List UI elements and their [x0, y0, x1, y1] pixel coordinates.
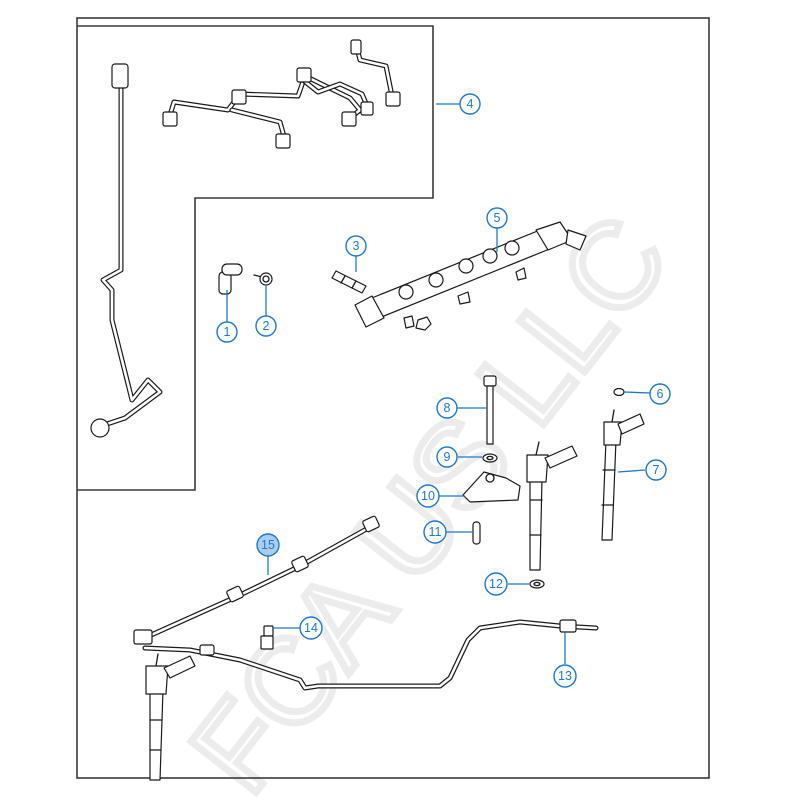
callout-9-label[interactable]: 9 [444, 450, 451, 464]
callout-6-label[interactable]: 6 [657, 387, 664, 401]
part-injector-seal [529, 579, 545, 589]
callout-1[interactable]: 1 [216, 321, 238, 343]
part-fitting-elbow [218, 263, 243, 295]
callout-8[interactable]: 8 [436, 397, 458, 419]
outer-frame [76, 17, 710, 779]
callout-3-label[interactable]: 3 [353, 239, 360, 253]
callout-2[interactable]: 2 [255, 315, 277, 337]
callout-11-label[interactable]: 11 [429, 525, 442, 539]
callout-9[interactable]: 9 [436, 446, 458, 468]
callout-12-label[interactable]: 12 [489, 577, 503, 591]
part-fuel-return-line [142, 619, 599, 691]
part-washer [482, 453, 498, 463]
callout-15[interactable]: 15 [256, 533, 280, 557]
part-stud [331, 270, 367, 294]
callout-14-label[interactable]: 14 [304, 621, 318, 635]
part-dowel-pin [472, 521, 481, 545]
callout-15-label[interactable]: 15 [261, 538, 275, 552]
callout-7[interactable]: 7 [645, 459, 667, 481]
part-seal-ring [613, 387, 625, 397]
callout-13-label[interactable]: 13 [558, 669, 572, 683]
callout-10[interactable]: 10 [416, 484, 440, 508]
callout-14[interactable]: 14 [299, 616, 323, 640]
part-clip [260, 625, 274, 650]
part-fuel-injector [601, 409, 645, 541]
part-bolt-washer [253, 272, 273, 286]
callout-3[interactable]: 3 [345, 235, 367, 257]
callout-5[interactable]: 5 [486, 207, 508, 229]
callout-2-label[interactable]: 2 [263, 319, 270, 333]
part-fuel-rail [354, 221, 587, 331]
part-fuel-injector-lower [145, 653, 196, 781]
part-fuel-injection-tubes [90, 39, 401, 438]
callout-7-label[interactable]: 7 [653, 463, 660, 477]
part-bolt [483, 375, 497, 445]
callout-5-label[interactable]: 5 [494, 211, 501, 225]
callout-6[interactable]: 6 [649, 383, 671, 405]
callout-1-label[interactable]: 1 [224, 325, 231, 339]
leader-lines [226, 103, 651, 664]
callout-12[interactable]: 12 [484, 572, 508, 596]
callout-4[interactable]: 4 [459, 93, 481, 115]
callout-8-label[interactable]: 8 [444, 401, 451, 415]
callout-13[interactable]: 13 [553, 664, 577, 688]
callout-10-label[interactable]: 10 [421, 489, 435, 503]
part-injector-return-hose [133, 515, 380, 645]
part-fuel-injector-middle [526, 441, 578, 571]
callout-11[interactable]: 11 [423, 520, 447, 544]
callout-4-label[interactable]: 4 [467, 97, 474, 111]
part-injector-clamp [462, 471, 521, 503]
kit-frame [77, 25, 434, 491]
